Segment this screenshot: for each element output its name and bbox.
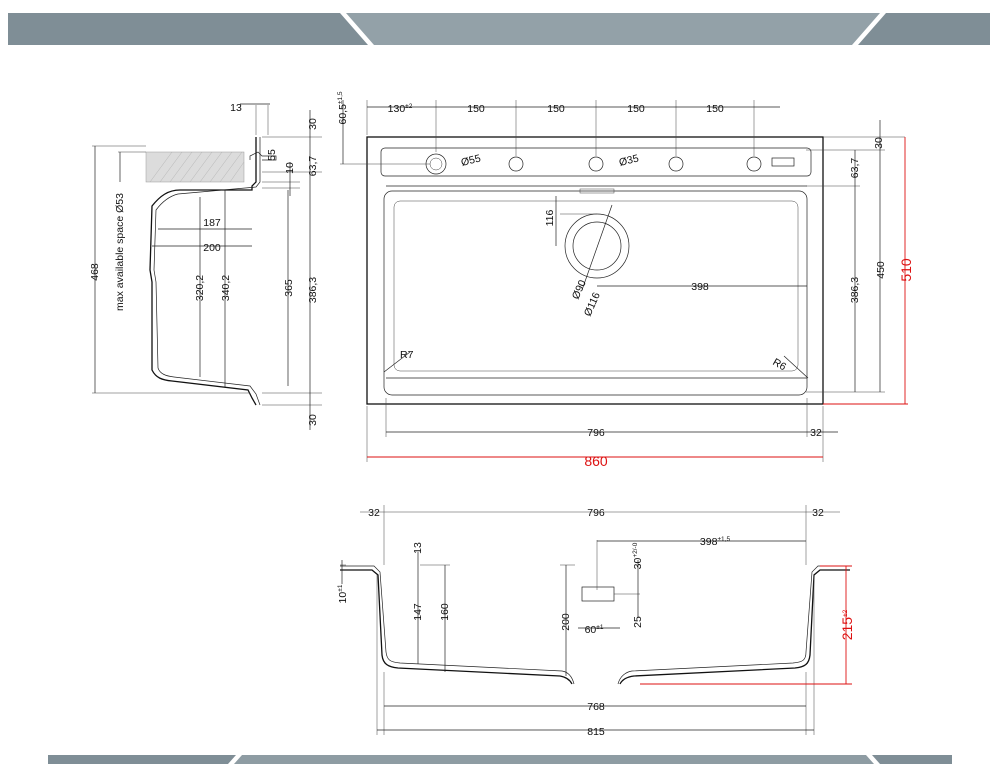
top-dim-150-b: 150 xyxy=(547,103,565,115)
front-profile-inner xyxy=(340,565,575,685)
top-dim-116: 116 xyxy=(544,209,556,226)
side-dim-30-top: 30 xyxy=(307,118,319,130)
footer-band xyxy=(48,755,952,764)
front-dim-796: 796 xyxy=(587,507,605,519)
footer-band-right xyxy=(872,755,952,764)
front-profile-inner-right xyxy=(617,565,850,685)
side-dim-468: 468 xyxy=(89,263,101,281)
header-band-right xyxy=(858,13,990,45)
front-dim-13: 13 xyxy=(412,542,424,554)
tap-hole-55-inner xyxy=(429,157,443,171)
tap-hole-35 xyxy=(588,156,604,172)
front-section-view: 32 796 32 13 398±1,5 30+2/-0 10±1 147 16… xyxy=(337,505,855,738)
right-dim-30: 30 xyxy=(873,137,885,149)
side-extension-lines xyxy=(92,105,322,406)
header-band-left xyxy=(8,13,368,45)
overflow-block xyxy=(581,586,615,602)
front-profile-outer xyxy=(340,569,573,685)
side-section-view: 13 30 55 10 63,7 187 200 320,2 340,2 365… xyxy=(89,102,322,430)
front-dim-147: 147 xyxy=(412,603,424,621)
drain-diameter-line xyxy=(581,204,613,291)
front-dim-160: 160 xyxy=(439,603,451,621)
drain-90-label: Ø90 xyxy=(570,278,589,301)
top-red-dimensions xyxy=(367,137,908,458)
side-dim-13: 13 xyxy=(230,102,242,114)
side-dim-386-3: 386,3 xyxy=(307,277,319,303)
sink-bowl-outer xyxy=(383,190,808,396)
countertop-hatch xyxy=(145,151,245,183)
front-profile-outer-right xyxy=(619,569,850,685)
drain-inner xyxy=(572,221,622,271)
side-dim-30-bottom: 30 xyxy=(307,414,319,426)
top-hole-35-label: Ø35 xyxy=(618,152,640,168)
side-dim-200: 200 xyxy=(203,242,221,254)
front-dim-215: 215±2 xyxy=(839,609,855,640)
front-dim-30: 30+2/-0 xyxy=(632,542,644,569)
tap-hole-4 xyxy=(668,156,684,172)
tap-hole-5 xyxy=(746,156,762,172)
bottom-dim-860: 860 xyxy=(584,453,608,469)
side-profile-inner xyxy=(153,137,261,406)
drain-outer xyxy=(564,213,630,279)
side-dim-340-2: 340,2 xyxy=(220,275,232,301)
side-dim-187: 187 xyxy=(203,217,221,229)
tap-holes xyxy=(425,153,762,175)
side-dim-365: 365 xyxy=(283,279,295,297)
front-extension-lines xyxy=(340,505,840,735)
side-dim-10: 10 xyxy=(284,162,296,174)
front-red-dimensions xyxy=(640,565,852,685)
bottom-dim-796: 796 xyxy=(587,427,605,439)
front-dim-32-left: 32 xyxy=(368,507,380,519)
top-dim-150-d: 150 xyxy=(706,103,724,115)
side-max-space-label: max available space Ø53 xyxy=(114,193,126,311)
front-dim-25: 25 xyxy=(632,616,644,628)
front-dim-10: 10±1 xyxy=(337,584,349,603)
header-band xyxy=(8,13,990,45)
right-dim-386-3: 386,3 xyxy=(849,277,861,303)
right-dim-63-7: 63,7 xyxy=(849,158,861,179)
side-dim-320-2: 320,2 xyxy=(194,275,206,301)
overflow-slot xyxy=(579,188,615,194)
footer-band-middle xyxy=(234,755,874,764)
side-dim-63-7: 63,7 xyxy=(307,156,319,177)
top-dim-150-c: 150 xyxy=(627,103,645,115)
sink-outline xyxy=(366,136,824,405)
top-view: 60,5±1,5 130±2 150 150 150 150 Ø55 Ø35 1… xyxy=(337,91,914,469)
radius-6-label: R6 xyxy=(771,356,789,373)
footer-band-left xyxy=(48,755,236,764)
front-dim-768: 768 xyxy=(587,701,605,713)
side-dim-55: 55 xyxy=(266,149,278,161)
tap-hole-2 xyxy=(508,156,524,172)
drain-116-label: Ø116 xyxy=(582,290,603,318)
bottom-dim-32: 32 xyxy=(810,427,822,439)
front-dim-815: 815 xyxy=(587,726,605,738)
front-dim-398: 398±1,5 xyxy=(700,536,731,548)
front-dim-32-right: 32 xyxy=(812,507,824,519)
countertop-hatch-lines xyxy=(149,151,245,183)
top-dim-150-a: 150 xyxy=(467,103,485,115)
top-extension-lines xyxy=(340,100,905,462)
top-dimension-lines xyxy=(342,100,881,433)
front-dim-60: 60±1 xyxy=(585,624,604,636)
right-dim-450: 450 xyxy=(875,261,887,279)
top-dim-60-5: 60,5±1,5 xyxy=(337,91,349,124)
header-band-middle xyxy=(346,13,880,45)
top-dim-398: 398 xyxy=(691,281,709,293)
deck-button xyxy=(771,157,795,167)
right-dim-510: 510 xyxy=(898,258,914,282)
top-hole-55-label: Ø55 xyxy=(460,152,482,168)
front-dim-200: 200 xyxy=(560,613,572,631)
radius-7-label: R7 xyxy=(400,349,414,361)
side-profile-outer xyxy=(149,137,257,406)
side-dimension-lines xyxy=(94,103,311,430)
front-dimension-lines xyxy=(341,540,814,731)
top-dim-130: 130±2 xyxy=(388,103,413,115)
side-faucet-lip xyxy=(249,151,277,161)
